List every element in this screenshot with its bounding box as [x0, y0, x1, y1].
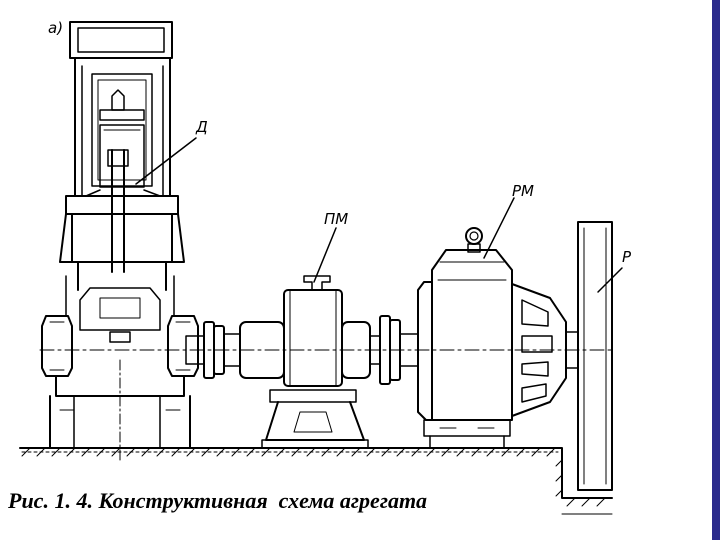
reduction-gear — [417, 227, 579, 449]
slide-edge-bar — [712, 0, 720, 540]
engine-assembly — [41, 21, 199, 461]
intermediate-gear — [239, 275, 371, 449]
figure-caption: Рис. 1. 4. Конструктивная схема агрегата — [8, 488, 428, 513]
leader-lines — [135, 137, 623, 293]
label-reduction-gear: РМ — [512, 182, 534, 200]
label-engine: Д — [195, 118, 208, 136]
rotor-disc — [577, 221, 613, 491]
label-rotor: Р — [622, 248, 632, 266]
label-view: а) — [48, 19, 63, 37]
label-intermediate-gear: ПМ — [324, 210, 348, 228]
